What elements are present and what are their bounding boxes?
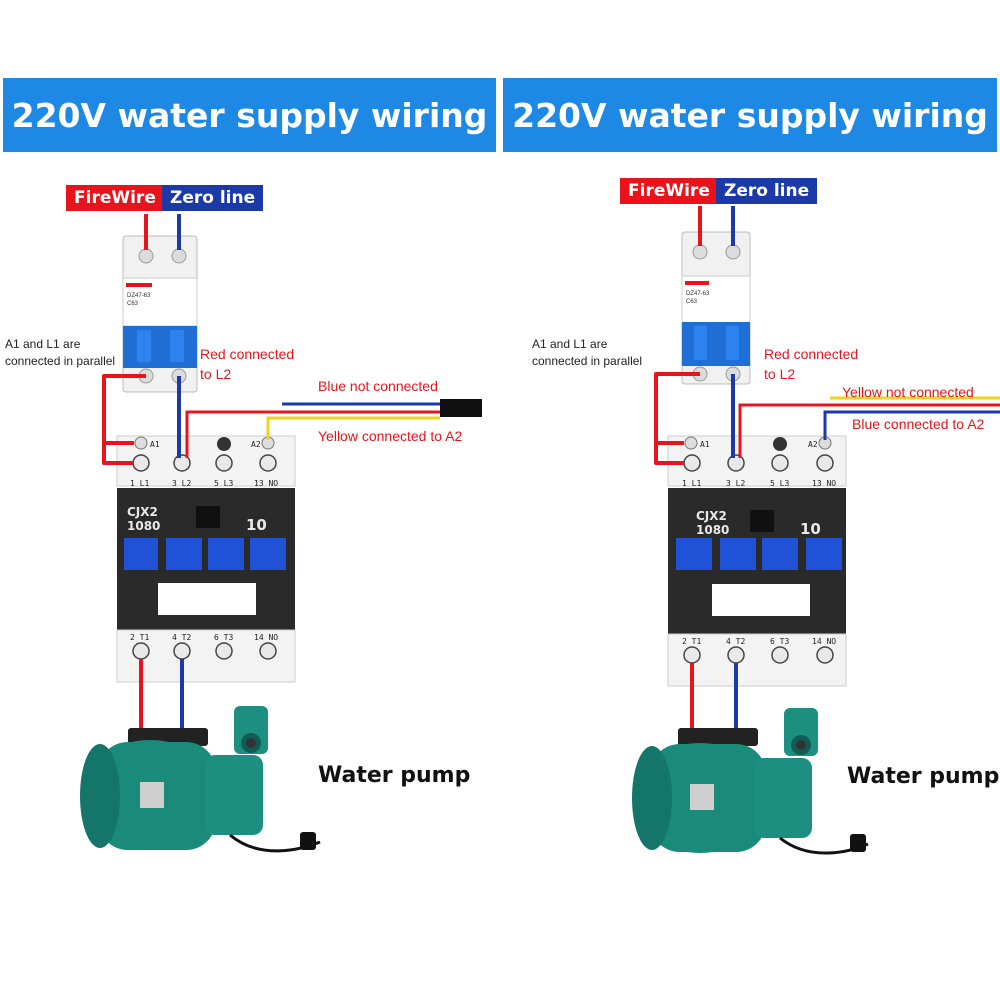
wires bbox=[102, 214, 482, 732]
zero-line-tag: Zero line bbox=[162, 185, 264, 211]
firewire-tag: FireWire bbox=[620, 178, 718, 204]
wiring-diagram: DZ47-63 C63 A1 A2 1 L1 3 L2 5 L3 13 NO bbox=[632, 206, 1000, 855]
firewire-tag: FireWire bbox=[66, 185, 164, 211]
parallel-note-line1: A1 and L1 are bbox=[532, 337, 608, 351]
pump-label: Water pump bbox=[847, 764, 1000, 789]
terminal-no-top: 13 NO bbox=[812, 479, 836, 488]
parallel-note-line2: connected in parallel bbox=[5, 354, 116, 368]
terminal-t3: 6 T3 bbox=[770, 637, 789, 646]
contactor-rating: 10 bbox=[800, 520, 821, 538]
right-wiring-panel: 220V water supply wiring DZ47-63 C63 A1 … bbox=[500, 0, 1000, 1000]
blue-note: Blue not connected bbox=[318, 378, 438, 394]
yellow-note: Yellow connected to A2 bbox=[318, 428, 463, 444]
contactor-code: 1080 bbox=[696, 523, 729, 537]
terminal-no-top: 13 NO bbox=[254, 479, 278, 488]
coil-a2-label: A2 bbox=[251, 440, 261, 449]
terminal-t3: 6 T3 bbox=[214, 633, 233, 642]
contactor-model: CJX2 bbox=[127, 505, 158, 519]
red-note-line2: to L2 bbox=[200, 366, 232, 382]
red-note-line1: Red connected bbox=[200, 346, 295, 362]
contactor-code: 1080 bbox=[127, 519, 160, 533]
circuit-breaker: DZ47-63 C63 bbox=[122, 235, 198, 393]
parallel-note-line2: connected in parallel bbox=[532, 354, 643, 368]
water-pump-image bbox=[80, 706, 321, 853]
water-pump-image bbox=[632, 708, 869, 855]
parallel-note: A1 and L1 are connected in parallel bbox=[532, 336, 642, 370]
red-note: Red connected to L2 bbox=[200, 344, 294, 384]
terminal-no-bottom: 14 NO bbox=[254, 633, 278, 642]
red-note-line2: to L2 bbox=[764, 366, 796, 382]
zero-line-tag: Zero line bbox=[716, 178, 818, 204]
terminal-t1: 2 T1 bbox=[130, 633, 149, 642]
pump-label: Water pump bbox=[318, 763, 471, 788]
yellow-note: Yellow not connected bbox=[842, 384, 974, 400]
terminal-l2: 3 L2 bbox=[172, 479, 191, 488]
breaker-model: DZ47-63 bbox=[127, 293, 151, 299]
circuit-breaker: DZ47-63 C63 bbox=[681, 231, 751, 385]
red-note: Red connected to L2 bbox=[764, 344, 858, 384]
breaker-model: DZ47-63 bbox=[686, 291, 710, 297]
contactor-model: CJX2 bbox=[696, 509, 727, 523]
terminal-l2: 3 L2 bbox=[726, 479, 745, 488]
terminal-l1: 1 L1 bbox=[130, 479, 149, 488]
red-note-line1: Red connected bbox=[764, 346, 859, 362]
contactor-rating: 10 bbox=[246, 516, 267, 534]
terminal-no-bottom: 14 NO bbox=[812, 637, 836, 646]
terminal-t1: 2 T1 bbox=[682, 637, 701, 646]
breaker-rating: C63 bbox=[127, 301, 139, 307]
panel-title: 220V water supply wiring bbox=[503, 78, 997, 152]
terminal-l3: 5 L3 bbox=[770, 479, 789, 488]
parallel-note: A1 and L1 are connected in parallel bbox=[5, 336, 115, 370]
wires bbox=[654, 206, 1000, 732]
contactor: A1 A2 1 L1 3 L2 5 L3 13 NO CJX2 1080 10 … bbox=[667, 435, 847, 687]
terminal-t2: 4 T2 bbox=[726, 637, 745, 646]
coil-a2-label: A2 bbox=[808, 440, 818, 449]
top-terminals bbox=[132, 454, 277, 472]
blue-note: Blue connected to A2 bbox=[852, 416, 985, 432]
terminal-l1: 1 L1 bbox=[682, 479, 701, 488]
wiring-diagram: DZ47-63 C63 A1 A2 1 L1 3 L2 bbox=[80, 214, 482, 853]
parallel-note-line1: A1 and L1 are bbox=[5, 337, 81, 351]
left-wiring-panel: 220V water supply wiring DZ47-63 C63 A1 … bbox=[3, 78, 496, 853]
contactor: A1 A2 1 L1 3 L2 5 L3 13 NO CJX2 1080 10 bbox=[116, 435, 296, 683]
panel-title: 220V water supply wiring bbox=[3, 78, 496, 152]
terminal-l3: 5 L3 bbox=[214, 479, 233, 488]
terminal-t2: 4 T2 bbox=[172, 633, 191, 642]
coil-a1-label: A1 bbox=[700, 440, 710, 449]
coil-a1-label: A1 bbox=[150, 440, 160, 449]
breaker-rating: C63 bbox=[686, 299, 698, 305]
